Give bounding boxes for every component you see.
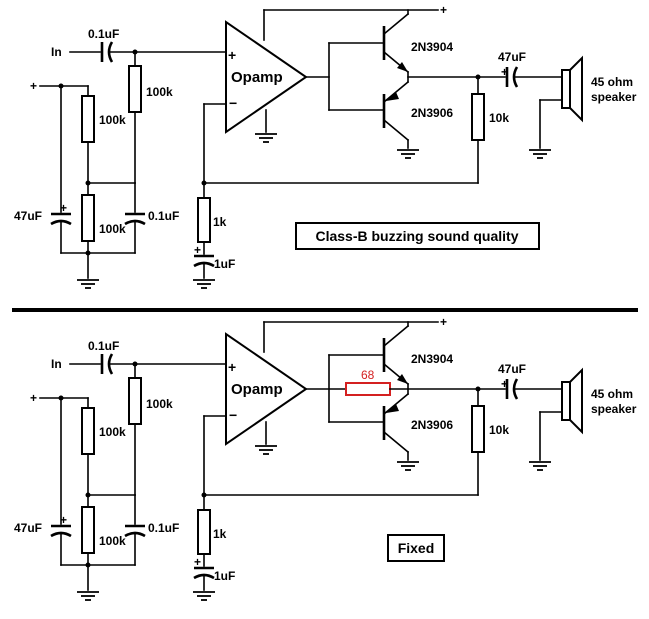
label-cap-47: 47uF <box>14 209 42 223</box>
label-speaker-1-b: 45 ohm <box>591 387 633 401</box>
label-supply-left-b: + <box>30 391 37 405</box>
label-res-div-bottom-b: 100k <box>99 534 126 548</box>
label-res-div-bottom: 100k <box>99 222 126 236</box>
label-pnp: 2N3906 <box>411 106 453 120</box>
caption-bottom: Fixed <box>398 540 435 556</box>
label-res-bias-b: 100k <box>146 397 173 411</box>
label-cap-bias: 0.1uF <box>148 209 179 223</box>
label-npn-b: 2N3904 <box>411 352 453 366</box>
label-cap47-plus: + <box>60 201 67 215</box>
label-cap47-plus-b: + <box>60 513 67 527</box>
label-speaker-1: 45 ohm <box>591 75 633 89</box>
label-opamp-plus-b: + <box>228 359 236 375</box>
label-res-bias: 100k <box>146 85 173 99</box>
label-pnp-b: 2N3906 <box>411 418 453 432</box>
label-cap-47-b: 47uF <box>14 521 42 535</box>
label-speaker-2: speaker <box>591 90 637 104</box>
label-opamp: Opamp <box>231 69 283 86</box>
label-opamp-b: Opamp <box>231 381 283 398</box>
label-cap-1uf: 1uF <box>214 257 235 271</box>
label-cap-output-b: 47uF <box>498 362 526 376</box>
label-supply-left: + <box>30 79 37 93</box>
caption-top: Class-B buzzing sound quality <box>315 228 518 244</box>
label-speaker-2-b: speaker <box>591 402 637 416</box>
label-opamp-minus-b: − <box>229 407 237 423</box>
label-cap-input: 0.1uF <box>88 27 119 41</box>
circuit-top: In 0.1uF 100k 100k 100k 0.1uF 47uF 1k 1u… <box>14 3 637 289</box>
label-opamp-minus: − <box>229 95 237 111</box>
label-cap-bias-b: 0.1uF <box>148 521 179 535</box>
label-npn: 2N3904 <box>411 40 453 54</box>
label-res-10k: 10k <box>489 111 509 125</box>
label-in: In <box>51 45 62 59</box>
label-res-68: 68 <box>361 368 375 382</box>
label-supply-right-b: + <box>440 315 447 329</box>
label-cap-output: 47uF <box>498 50 526 64</box>
label-cap-1uf-b: 1uF <box>214 569 235 583</box>
label-in-b: In <box>51 357 62 371</box>
label-res-1k-b: 1k <box>213 527 227 541</box>
label-cap1uf-plus-b: + <box>194 555 201 569</box>
label-res-div-top-b: 100k <box>99 425 126 439</box>
label-opamp-plus: + <box>228 47 236 63</box>
circuit-bottom: In 0.1uF 100k 100k 100k 0.1uF 47uF 1k 1u… <box>14 315 637 601</box>
label-supply-right: + <box>440 3 447 17</box>
label-cap-output-plus: + <box>501 65 508 79</box>
label-res-10k-b: 10k <box>489 423 509 437</box>
label-cap1uf-plus: + <box>194 243 201 257</box>
label-res-div-top: 100k <box>99 113 126 127</box>
label-cap-output-plus-b: + <box>501 377 508 391</box>
label-res-1k: 1k <box>213 215 227 229</box>
label-cap-input-b: 0.1uF <box>88 339 119 353</box>
